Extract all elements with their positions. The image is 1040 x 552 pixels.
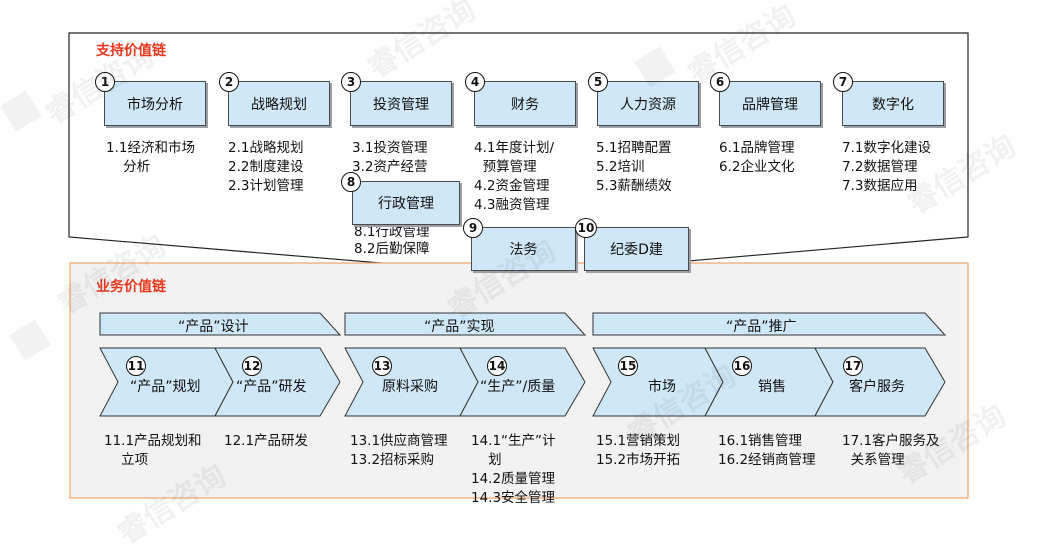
support-num-2: 2 [219,72,239,92]
step-sub-17: 17.1客户服务及 关系管理 [842,433,940,468]
support-box-label: 人力资源 [620,96,676,113]
support-box-investment[interactable]: 投资管理 [350,81,452,126]
business-chain-title: 业务价值链 [96,279,166,295]
support-num-1: 1 [95,72,115,92]
support-num-9: 9 [463,218,483,238]
step-num-15: 15 [618,356,638,376]
support-num-8: 8 [341,172,361,192]
support-box-admin[interactable]: 行政管理 [352,181,460,225]
support-box-label: 投资管理 [373,96,429,113]
group-label-promote[interactable]: “产品”推广 [726,319,797,335]
support-box-label: 纪委D建 [610,242,663,258]
support-box-label: 战略规划 [251,96,307,113]
support-box-brand[interactable]: 品牌管理 [719,81,821,126]
support-num-10: 10 [575,218,597,238]
step-sub-11: 11.1产品规划和 立项 [104,433,202,468]
support-num-5: 5 [588,72,608,92]
group-chevron-design [99,312,342,336]
group-chevron-promote [592,312,947,336]
support-box-market-analysis[interactable]: 市场分析 [104,81,206,126]
support-box-label: 法务 [509,242,538,258]
support-num-6: 6 [710,72,730,92]
step-sub-12: 12.1产品研发 [224,433,309,449]
support-sub-2: 2.1战略规划 2.2制度建设 2.3计划管理 [228,140,304,194]
step-num-13: 13 [372,356,392,376]
step-sub-15: 15.1营销策划 15.2市场开拓 [596,433,681,468]
support-chain-title: 支持价值链 [96,43,166,59]
support-box-hr[interactable]: 人力资源 [597,81,699,126]
step-label-17[interactable]: 客户服务 [849,379,905,395]
support-sub-6: 6.1品牌管理 6.2企业文化 [719,140,795,175]
step-num-16: 16 [732,356,752,376]
step-label-11[interactable]: “产品”规划 [130,379,201,395]
support-sub-8: 8.1行政管理 8.2后勤保障 [354,224,430,257]
support-box-label: 品牌管理 [742,96,798,113]
support-box-finance[interactable]: 财务 [474,81,576,126]
support-num-7: 7 [833,72,853,92]
support-box-legal[interactable]: 法务 [471,227,576,271]
step-num-11: 11 [126,356,146,376]
support-box-label: 市场分析 [127,96,183,113]
group-label-design[interactable]: “产品”设计 [178,319,249,335]
support-sub-5: 5.1招聘配置 5.2培训 5.3薪酬绩效 [596,140,672,194]
step-num-14: 14 [487,356,507,376]
group-label-implement[interactable]: “产品”实现 [424,319,495,335]
support-box-label: 数字化 [872,96,914,113]
step-sub-16: 16.1销售管理 16.2经销商管理 [718,433,816,468]
support-sub-1: 1.1经济和市场 分析 [106,140,195,175]
step-label-15[interactable]: 市场 [648,379,676,395]
step-sub-14: 14.1“生产”计 划 14.2质量管理 14.3安全管理 [471,433,556,506]
support-box-digital[interactable]: 数字化 [842,81,944,126]
support-sub-4: 4.1年度计划/ 预算管理 4.2资金管理 4.3融资管理 [474,140,555,213]
step-label-12[interactable]: “产品”研发 [236,379,307,395]
support-box-label: 行政管理 [378,196,434,212]
support-box-discipline[interactable]: 纪委D建 [584,227,689,271]
support-sub-7: 7.1数字化建设 7.2数据管理 7.3数据应用 [842,140,931,194]
support-num-4: 4 [465,72,485,92]
step-label-16[interactable]: 销售 [758,379,786,395]
step-label-14[interactable]: “生产”/质量 [480,379,556,395]
group-chevron-implement [344,312,587,336]
support-box-strategy[interactable]: 战略规划 [228,81,330,126]
step-label-13[interactable]: 原料采购 [382,379,438,395]
support-box-label: 财务 [511,96,539,113]
support-sub-3: 3.1投资管理 3.2资产经营 [352,140,428,175]
step-num-12: 12 [242,356,262,376]
support-num-3: 3 [341,72,361,92]
step-num-17: 17 [843,356,863,376]
step-sub-13: 13.1供应商管理 13.2招标采购 [350,433,448,468]
